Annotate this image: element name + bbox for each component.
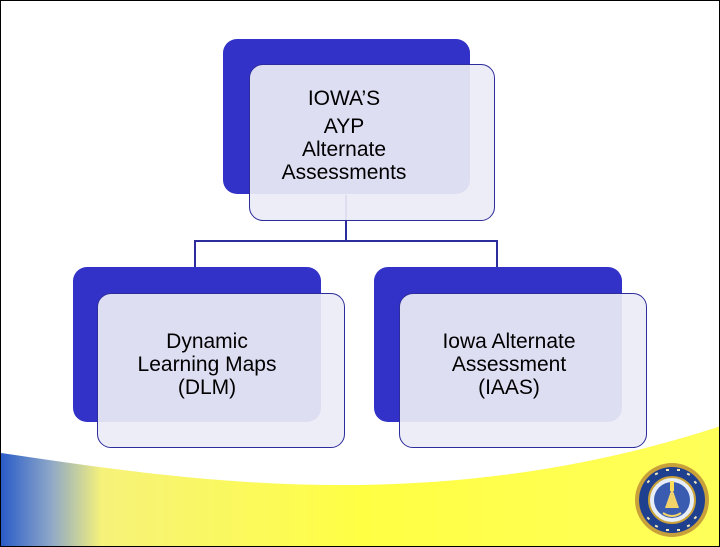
left-line-1: Dynamic — [166, 330, 248, 353]
root-line-3: Alternate — [301, 138, 387, 161]
right-line-1: Iowa Alternate — [442, 330, 576, 353]
right-node — [399, 293, 647, 448]
right-node-label: Iowa Alternate Assessment (IAAS) — [399, 330, 619, 399]
root-line-1: IOWA’S — [307, 87, 381, 110]
root-line-4: Assessments — [281, 161, 407, 184]
connector-horizontal — [194, 240, 497, 242]
connector-left-drop — [194, 240, 196, 267]
department-of-education-seal-icon — [635, 463, 709, 537]
left-node — [97, 293, 345, 448]
root-line-2: AYP — [323, 115, 365, 138]
root-node-label: IOWA’S AYP Alternate Assessments — [249, 87, 439, 184]
right-line-2: Assessment — [451, 353, 567, 376]
left-line-3: (DLM) — [177, 376, 237, 399]
root-node — [249, 64, 495, 221]
left-node-label: Dynamic Learning Maps (DLM) — [97, 330, 317, 399]
connector-right-drop — [496, 240, 498, 267]
left-line-2: Learning Maps — [137, 353, 277, 376]
right-line-3: (IAAS) — [478, 376, 540, 399]
